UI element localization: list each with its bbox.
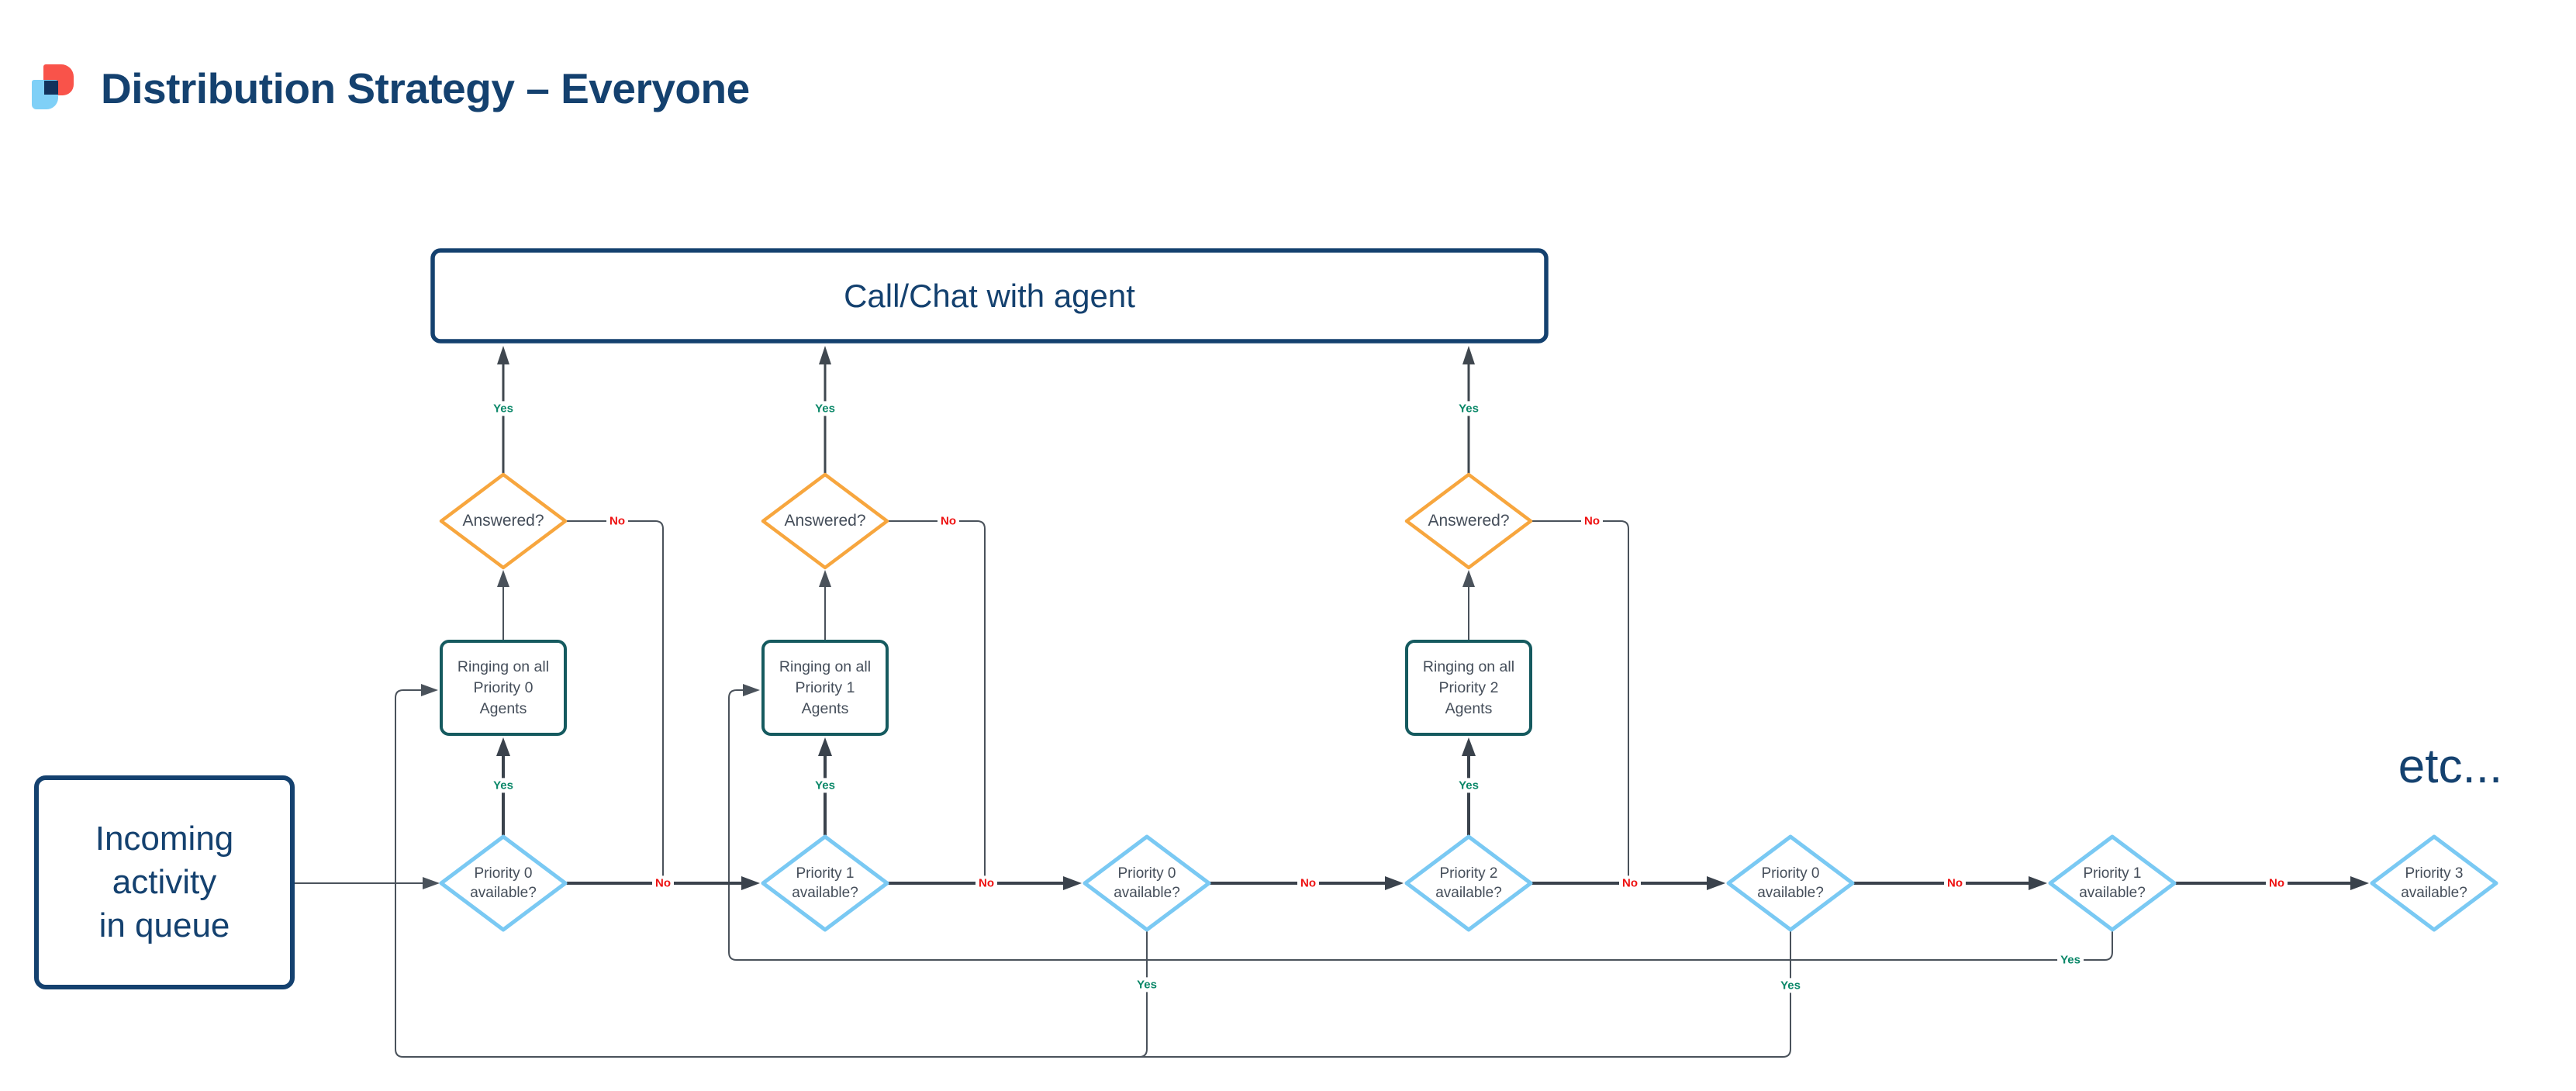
- check2-diamond: [761, 834, 889, 932]
- edge-answered1-no: [565, 520, 664, 882]
- answered3-diamond: [1404, 472, 1533, 570]
- answered1-diamond: [439, 472, 568, 570]
- page-title: Distribution Strategy – Everyone: [101, 64, 750, 112]
- edge-answered3-no: [1531, 520, 1629, 882]
- check5-diamond: [1726, 834, 1855, 932]
- incoming-box: [34, 775, 295, 989]
- call-chat-box: [430, 248, 1549, 344]
- flow-edges-bold: [502, 756, 2350, 885]
- edge-loop-yes-branch-check3: [1138, 930, 1148, 1058]
- answered-diamonds: [439, 472, 1533, 570]
- ring-p0-box: [440, 640, 567, 736]
- answered2-diamond: [761, 472, 889, 570]
- edge-answered2-no: [887, 520, 986, 882]
- check1-diamond: [439, 834, 568, 932]
- logo-navy-square: [44, 81, 58, 95]
- check6-diamond: [2048, 834, 2177, 932]
- check4-diamond: [1404, 834, 1533, 932]
- node-shapes: [34, 248, 2498, 989]
- check7-diamond: [2370, 834, 2498, 932]
- flow-edges-medium: [502, 364, 1470, 475]
- ring-p1-box: [761, 640, 889, 736]
- ring-p2-box: [1405, 640, 1532, 736]
- edge-loop-yes-to-ring1: [728, 689, 2113, 961]
- flow-edges-thin: [288, 520, 2113, 1058]
- priority-diamonds: [439, 834, 2498, 932]
- edge-loop-yes-to-ring0: [395, 689, 1791, 1058]
- check3-diamond: [1083, 834, 1211, 932]
- arrowheads: [421, 346, 2369, 890]
